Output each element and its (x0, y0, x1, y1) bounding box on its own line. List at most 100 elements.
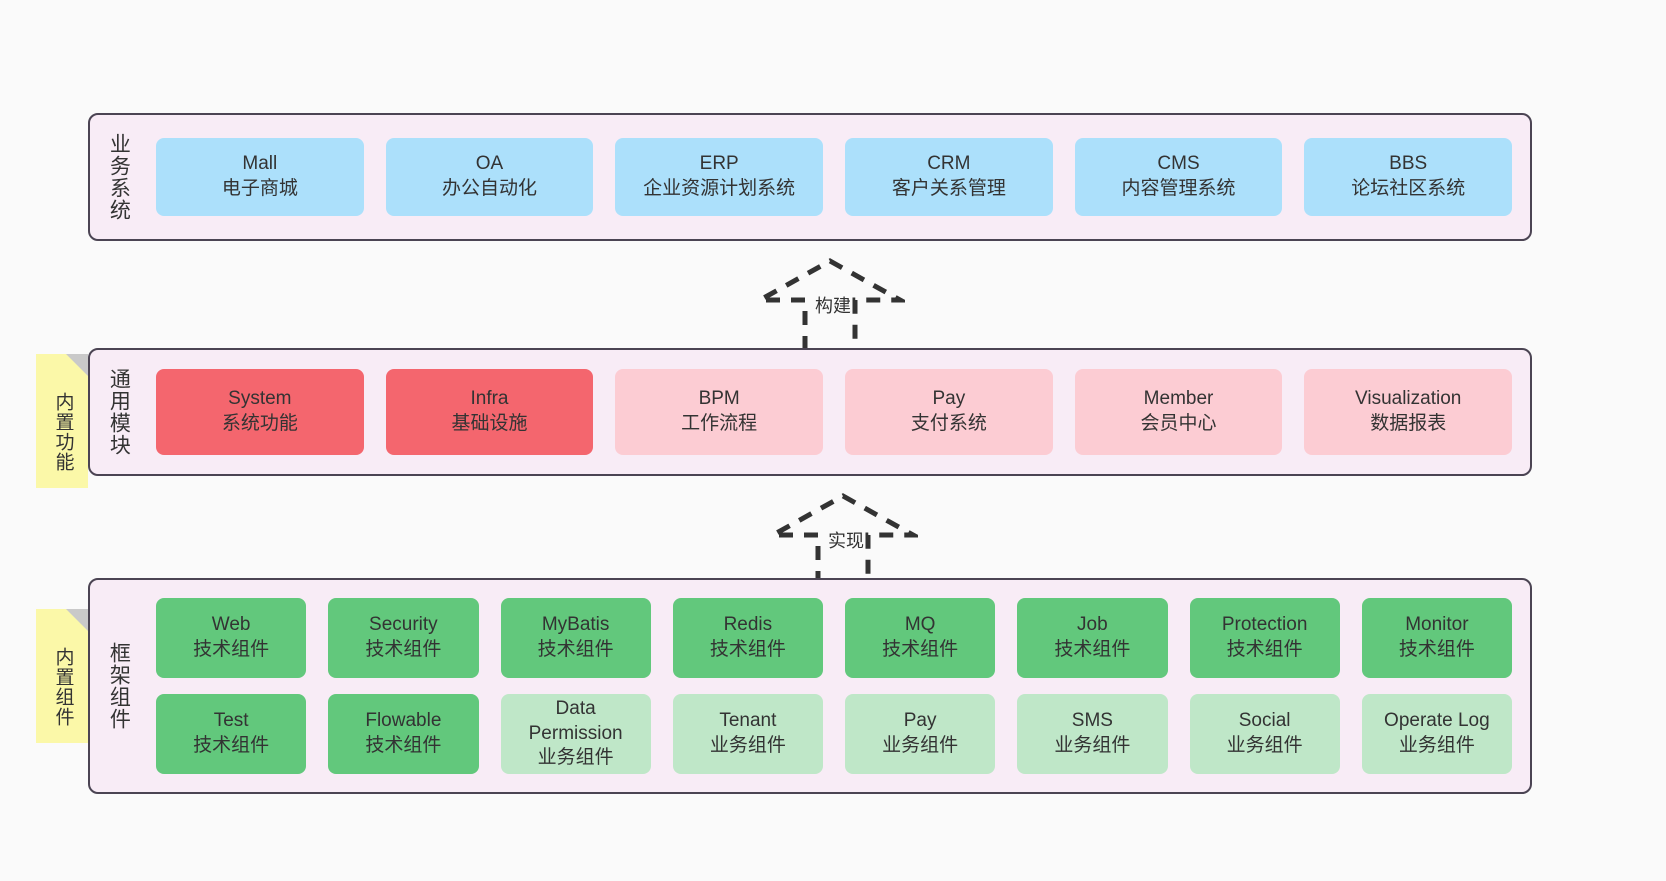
note-builtin-components-text: 内置组件 (52, 647, 74, 727)
card-crm-name: CRM (927, 153, 971, 175)
card-oa-desc: 办公自动化 (442, 178, 538, 199)
card-tenant-desc: 业务组件 (709, 735, 786, 756)
card-operate-log[interactable]: Operate Log 业务组件 (1361, 694, 1512, 774)
card-social[interactable]: Social 业务组件 (1189, 694, 1340, 774)
card-pay-component-desc: 业务组件 (882, 735, 959, 756)
note-builtin-components: 内置组件 (36, 609, 88, 743)
card-redis-name: Redis (723, 614, 773, 636)
card-operate-log-name: Operate Log (1384, 710, 1490, 732)
card-visualization-name: Visualization (1355, 388, 1462, 410)
card-web[interactable]: Web 技术组件 (156, 598, 307, 678)
card-visualization-desc: 数据报表 (1370, 413, 1447, 434)
card-sms-desc: 业务组件 (1054, 735, 1131, 756)
card-bpm[interactable]: BPM 工作流程 (615, 369, 824, 455)
card-job-name: Job (1077, 614, 1108, 636)
card-infra-name: Infra (470, 388, 509, 410)
card-bbs-desc: 论坛社区系统 (1351, 178, 1466, 199)
card-sms-name: SMS (1071, 710, 1113, 732)
card-pay-module-desc: 支付系统 (910, 413, 987, 434)
card-data-permission[interactable]: Data Permission 业务组件 (500, 694, 651, 774)
card-flowable-desc: 技术组件 (365, 735, 442, 756)
connector-implement-label: 实现 (828, 531, 864, 551)
layer-common-modules: 通用模块 System 系统功能 Infra 基础设施 BPM 工作流程 Pay… (88, 348, 1532, 476)
card-erp-name: ERP (699, 153, 739, 175)
card-sms[interactable]: SMS 业务组件 (1017, 694, 1168, 774)
card-bbs[interactable]: BBS 论坛社区系统 (1304, 138, 1513, 216)
card-security-desc: 技术组件 (365, 639, 442, 660)
card-tenant-name: Tenant (719, 710, 777, 732)
card-mybatis[interactable]: MyBatis 技术组件 (500, 598, 651, 678)
card-pay-module-name: Pay (932, 388, 966, 410)
layer-framework-title: 框架组件 (107, 642, 131, 730)
card-pay-component-name: Pay (903, 710, 937, 732)
card-security[interactable]: Security 技术组件 (328, 598, 479, 678)
card-data-permission-desc: 业务组件 (537, 747, 614, 769)
card-erp-desc: 企业资源计划系统 (643, 178, 796, 199)
common-row: System 系统功能 Infra 基础设施 BPM 工作流程 Pay 支付系统… (156, 369, 1513, 455)
card-infra[interactable]: Infra 基础设施 (385, 369, 594, 455)
card-mybatis-name: MyBatis (541, 614, 610, 636)
card-pay-module[interactable]: Pay 支付系统 (845, 369, 1053, 455)
card-system-name: System (228, 388, 292, 410)
card-social-name: Social (1238, 710, 1291, 732)
card-system-desc: 系统功能 (221, 413, 298, 434)
card-crm-desc: 客户关系管理 (891, 178, 1006, 199)
card-oa[interactable]: OA 办公自动化 (385, 138, 594, 216)
layer-business-body: Mall 电子商城 OA 办公自动化 ERP 企业资源计划系统 CRM 客户关系… (138, 115, 1530, 239)
card-erp[interactable]: ERP 企业资源计划系统 (615, 138, 824, 216)
card-monitor-name: Monitor (1405, 614, 1469, 636)
layer-framework-body: Web 技术组件 Security 技术组件 MyBatis 技术组件 Redi… (138, 580, 1530, 792)
card-test-name: Test (213, 710, 249, 732)
layer-framework-components: 框架组件 Web 技术组件 Security 技术组件 MyBatis 技术组件… (88, 578, 1532, 794)
card-member[interactable]: Member 会员中心 (1074, 369, 1283, 455)
framework-tech-row: Web 技术组件 Security 技术组件 MyBatis 技术组件 Redi… (156, 598, 1512, 678)
card-protection-desc: 技术组件 (1226, 639, 1303, 660)
connector-build-label: 构建 (815, 296, 851, 316)
card-test-desc: 技术组件 (193, 735, 270, 756)
card-social-desc: 业务组件 (1226, 735, 1303, 756)
card-mall-name: Mall (242, 153, 278, 175)
card-redis-desc: 技术组件 (709, 639, 786, 660)
card-mq[interactable]: MQ 技术组件 (845, 598, 996, 678)
layer-common-body: System 系统功能 Infra 基础设施 BPM 工作流程 Pay 支付系统… (138, 350, 1530, 474)
business-row: Mall 电子商城 OA 办公自动化 ERP 企业资源计划系统 CRM 客户关系… (156, 138, 1513, 216)
card-bpm-desc: 工作流程 (681, 413, 758, 434)
card-cms-desc: 内容管理系统 (1121, 178, 1236, 199)
card-member-name: Member (1143, 388, 1214, 410)
card-operate-log-desc: 业务组件 (1398, 735, 1475, 756)
framework-biz-row: Test 技术组件 Flowable 技术组件 Data Permission … (156, 694, 1512, 774)
card-flowable-name: Flowable (365, 710, 442, 732)
card-infra-desc: 基础设施 (451, 413, 528, 434)
card-data-permission-name: Data Permission (528, 697, 623, 744)
layer-business-systems: 业务系统 Mall 电子商城 OA 办公自动化 ERP 企业资源计划系统 CRM… (88, 113, 1532, 241)
card-visualization[interactable]: Visualization 数据报表 (1304, 369, 1513, 455)
card-flowable[interactable]: Flowable 技术组件 (328, 694, 479, 774)
note-fold-icon (66, 609, 88, 631)
note-fold-icon (66, 354, 88, 376)
card-system[interactable]: System 系统功能 (156, 369, 364, 455)
card-job[interactable]: Job 技术组件 (1017, 598, 1168, 678)
card-mq-name: MQ (904, 614, 936, 636)
card-tenant[interactable]: Tenant 业务组件 (672, 694, 823, 774)
card-mq-desc: 技术组件 (882, 639, 959, 660)
card-web-name: Web (211, 614, 251, 636)
card-pay-component[interactable]: Pay 业务组件 (845, 694, 996, 774)
card-member-desc: 会员中心 (1140, 413, 1217, 434)
card-mall[interactable]: Mall 电子商城 (156, 138, 364, 216)
layer-business-title: 业务系统 (107, 133, 131, 221)
card-cms[interactable]: CMS 内容管理系统 (1074, 138, 1283, 216)
card-web-desc: 技术组件 (193, 639, 270, 660)
card-mall-desc: 电子商城 (221, 178, 298, 199)
card-oa-name: OA (475, 153, 504, 175)
card-monitor-desc: 技术组件 (1398, 639, 1475, 660)
card-monitor[interactable]: Monitor 技术组件 (1361, 598, 1512, 678)
card-job-desc: 技术组件 (1054, 639, 1131, 660)
note-builtin-features: 内置功能 (36, 354, 88, 488)
card-protection[interactable]: Protection 技术组件 (1189, 598, 1340, 678)
card-crm[interactable]: CRM 客户关系管理 (845, 138, 1053, 216)
card-redis[interactable]: Redis 技术组件 (672, 598, 823, 678)
card-cms-name: CMS (1157, 153, 1200, 175)
card-protection-name: Protection (1221, 614, 1308, 636)
card-test[interactable]: Test 技术组件 (156, 694, 307, 774)
